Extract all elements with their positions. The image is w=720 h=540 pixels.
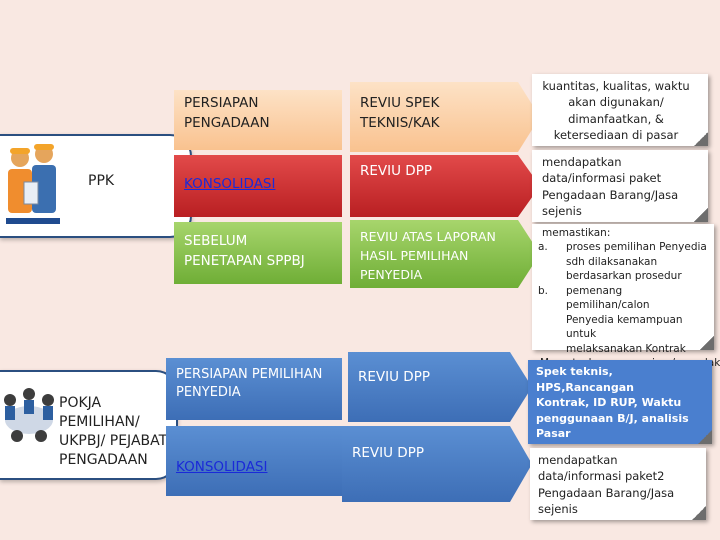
item-b-text: pemenang pemilihan/calon Penyedia kemamp… [566, 284, 686, 355]
konsolidasi-ppk-link[interactable]: KONSOLIDASI [184, 176, 276, 192]
reviu-laporan-label: REVIU ATAS LAPORAN HASIL PEMILIHAN PENYE… [360, 229, 496, 282]
item-a-text: proses pemilihan Penyedia sdh dilaksanak… [566, 241, 707, 283]
note-data-informasi-paket: mendapatkan data/informasi paket Pengada… [532, 150, 708, 222]
note-kuantitas-kualitas: kuantitas, kualitas, waktu akan digunaka… [532, 74, 708, 146]
memastikan-item-a: a. proses pemilihan Penyedia sdh dilaksa… [538, 240, 708, 283]
arrow-reviu-spek [350, 82, 540, 152]
memastikan-item-b: b. pemenang pemilihan/calon Penyedia kem… [538, 284, 708, 356]
ppk-label: PPK [88, 173, 115, 189]
arrow-reviu-dpp-ppk [350, 155, 540, 217]
stage-persiapan-pemilihan: PERSIAPAN PEMILIHAN PENYEDIA [166, 358, 342, 420]
arrow-reviu-dpp-pokja-2 [342, 426, 532, 502]
arrow-reviu-laporan [350, 220, 540, 288]
pokja-label: POKJA PEMILIHAN/ UKPBJ/ PEJABAT PENGADAA… [59, 395, 168, 468]
ppk-people-illustration [2, 136, 64, 230]
note-data-informasi-paket2: mendapatkan data/informasi paket2 Pengad… [530, 448, 706, 520]
konsolidasi-pokja-link[interactable]: KONSOLIDASI [176, 459, 268, 475]
reviu-dpp-ppk-label: REVIU DPP [360, 163, 432, 179]
item-a-marker: a. [538, 241, 548, 254]
note-memastikan: memastikan: a. proses pemilihan Penyedia… [532, 224, 720, 369]
stage-konsolidasi-pokja: KONSOLIDASI [166, 426, 342, 496]
item-b-marker: b. [538, 284, 549, 297]
reviu-spek-label: REVIU SPEK TEKNIS/KAK [360, 95, 440, 131]
reviu-dpp-pokja-2-label: REVIU DPP [352, 445, 424, 461]
stage-sebelum-penetapan-sppbj: SEBELUM PENETAPAN SPPBJ [174, 222, 342, 284]
stage-konsolidasi-ppk: KONSOLIDASI [174, 155, 342, 217]
arrow-reviu-dpp-pokja-1 [348, 352, 532, 422]
memastikan-title: memastikan: [542, 227, 611, 239]
note-spek-teknis-hps: Spek teknis, HPS,Rancangan Kontrak, ID R… [528, 360, 712, 444]
stage-persiapan-pengadaan: PERSIAPAN PENGADAAN [174, 90, 342, 150]
pokja-meeting-illustration [2, 380, 56, 450]
reviu-dpp-pokja-1-label: REVIU DPP [358, 369, 430, 385]
